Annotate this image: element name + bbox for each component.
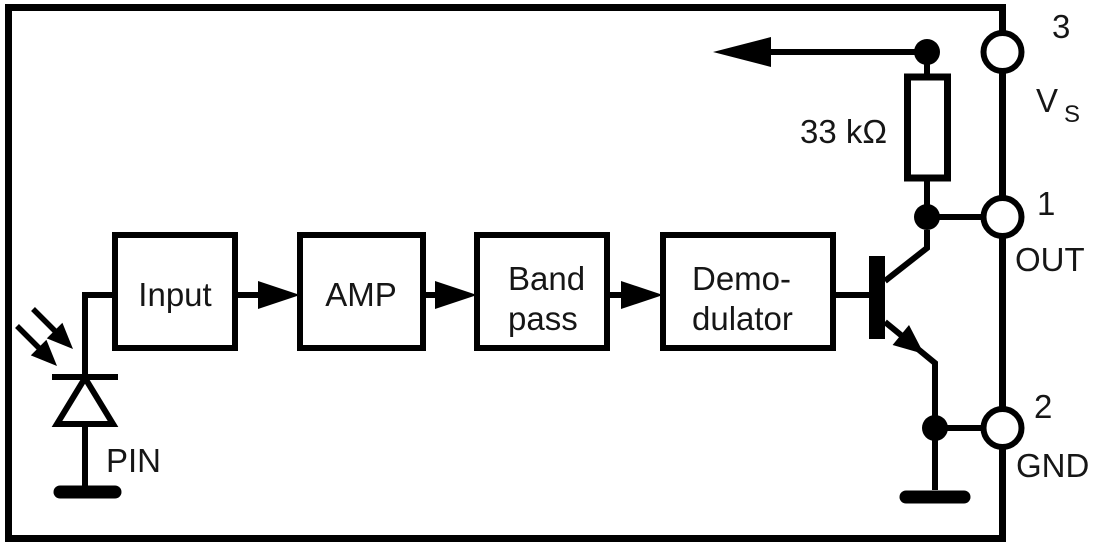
demodulator-block — [660, 232, 836, 351]
transistor-collector-wire — [883, 230, 930, 284]
input-block — [112, 232, 238, 351]
light-ray-line — [31, 307, 58, 334]
photodiode-triangle — [51, 372, 119, 427]
resistor-value-label: 33 kΩ — [800, 113, 887, 150]
light-ray-arrows — [15, 307, 73, 366]
pin-1-terminal — [980, 195, 1025, 239]
pin-3-vs: 3 V S — [980, 8, 1080, 128]
pin-3-name-subscript: S — [1064, 101, 1080, 128]
pin-2-name: GND — [1016, 447, 1089, 484]
signal-arrowhead-icon — [435, 281, 477, 309]
module-outline — [5, 4, 1006, 542]
bandpass-block — [474, 232, 610, 351]
demodulator-block-label-line2: dulator — [692, 300, 793, 337]
photodiode-to-input-wire — [82, 292, 115, 377]
transistor-base-bar — [869, 256, 885, 339]
signal-chain: Input AMP Band pass Demo- dulator — [112, 232, 836, 351]
supply-network: 33 kΩ — [713, 37, 951, 217]
output-ground-wiring — [899, 204, 985, 504]
pin-3-name: V — [1036, 82, 1058, 119]
npn-transistor-symbol — [833, 230, 938, 428]
amp-block — [297, 232, 426, 351]
light-ray-arrowhead-icon — [30, 339, 57, 366]
emitter-arrowhead-icon — [892, 325, 924, 354]
pin-3-number: 3 — [1052, 8, 1070, 45]
demodulator-block-label-line1: Demo- — [692, 260, 791, 297]
photodiode-label: PIN — [106, 442, 161, 479]
junction-dot — [914, 39, 940, 65]
amp-block-label: AMP — [325, 276, 397, 313]
pin-1-number: 1 — [1037, 185, 1055, 222]
bandpass-block-label-line2: pass — [508, 300, 578, 337]
light-ray-arrowhead-icon — [46, 322, 73, 349]
junction-dot — [922, 415, 948, 441]
pin-2-number: 2 — [1034, 388, 1052, 425]
pin-2-gnd: 2 GND — [980, 388, 1089, 484]
bandpass-block-label-line1: Band — [508, 260, 585, 297]
pin-3-terminal — [980, 30, 1025, 74]
junction-dot — [914, 204, 940, 230]
signal-arrowhead-icon — [621, 281, 663, 309]
resistor-symbol — [904, 73, 951, 182]
pin-1-name: OUT — [1015, 241, 1085, 278]
pin-photodiode-symbol: PIN — [15, 292, 161, 499]
pin-1-out: 1 OUT — [980, 185, 1085, 278]
light-ray-line — [15, 324, 42, 351]
signal-arrowhead-icon — [258, 281, 300, 309]
pin-2-terminal — [980, 406, 1025, 450]
input-block-label: Input — [138, 276, 211, 313]
supply-arrowhead-icon — [713, 37, 771, 67]
